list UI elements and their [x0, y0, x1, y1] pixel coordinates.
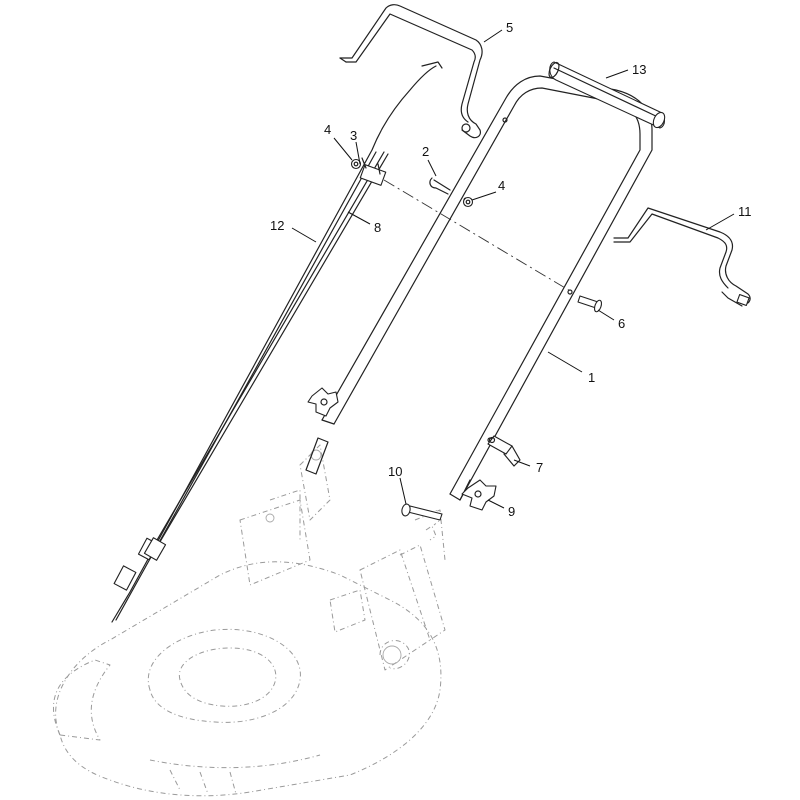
- carriage-bolt-10: [401, 503, 443, 521]
- handle-knob-9: [461, 479, 497, 511]
- control-bail-11: [613, 207, 751, 307]
- upper-handle-1: [321, 75, 653, 501]
- callout-label: 7: [536, 460, 543, 475]
- callout-11: 11: [705, 204, 752, 231]
- callout-label: 2: [422, 144, 429, 159]
- control-bail-5: [339, 4, 483, 139]
- callout-label: 5: [506, 20, 513, 35]
- callout-6: 6: [597, 309, 625, 331]
- callout-2: 2: [422, 144, 437, 177]
- hairpin-clip-2: [429, 177, 451, 195]
- callout-3: 3: [350, 128, 361, 165]
- callout-label: 13: [632, 62, 646, 77]
- callout-12: 12: [270, 218, 317, 243]
- lower-handle-tube: [305, 437, 471, 501]
- callout-8: 8: [347, 211, 381, 235]
- callout-label: 12: [270, 218, 284, 233]
- spacer-7: [487, 435, 521, 467]
- callout-label: 8: [374, 220, 381, 235]
- callout-label: 3: [350, 128, 357, 143]
- flange-nut-4a: [350, 158, 362, 170]
- mower-deck-ghost: [53, 444, 446, 797]
- callout-5: 5: [483, 20, 513, 43]
- callout-1: 1: [547, 351, 595, 385]
- carriage-bolt-6: [577, 295, 603, 313]
- brake-cable-8: [143, 151, 389, 561]
- callout-4a: 4: [324, 122, 353, 161]
- handle-knob-left: [307, 387, 339, 417]
- callout-label: 4: [324, 122, 331, 137]
- flange-nut-4b: [462, 196, 474, 208]
- callout-label: 6: [618, 316, 625, 331]
- callout-10: 10: [388, 464, 407, 505]
- callout-9: 9: [487, 499, 515, 519]
- callout-label: 9: [508, 504, 515, 519]
- callout-label: 4: [498, 178, 505, 193]
- callout-7: 7: [513, 459, 543, 475]
- assembly-axis: [383, 179, 573, 293]
- callout-label: 1: [588, 370, 595, 385]
- callout-4b: 4: [471, 178, 505, 201]
- foam-grip-13: [548, 61, 666, 129]
- callout-label: 11: [738, 204, 752, 219]
- callout-13: 13: [605, 62, 646, 79]
- cable-clamp-3: [359, 157, 387, 186]
- callouts: 1 2 3 4 4 5 6 7: [270, 20, 752, 519]
- callout-label: 10: [388, 464, 402, 479]
